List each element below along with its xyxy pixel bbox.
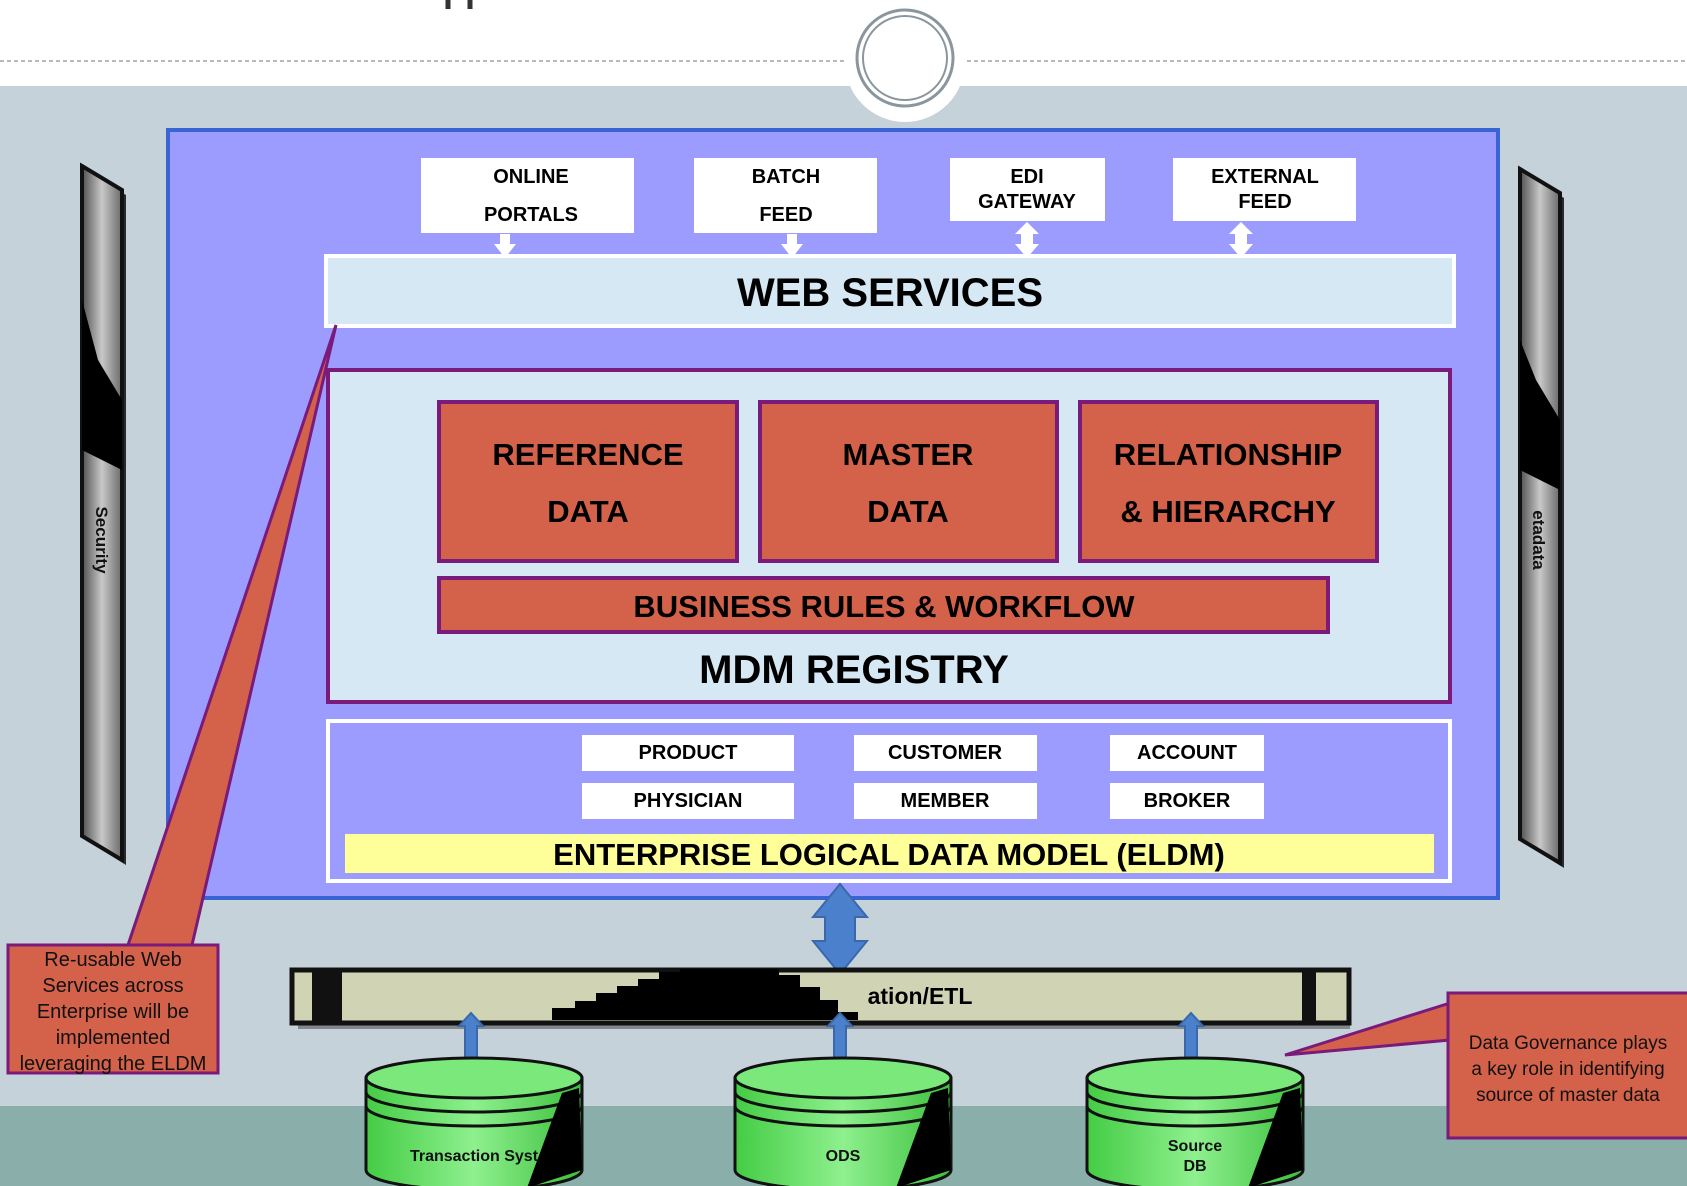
database-body [1085,1076,1305,1186]
callout-line: Services across [42,975,183,997]
database-shadow [1248,1088,1303,1186]
registry-box-relationship-hierarchy: RELATIONSHIP & HIERARCHY [1078,400,1379,563]
registry-box-label-line1: REFERENCE [492,437,683,472]
source-online-portals: ONLINE PORTALS [421,158,634,233]
eldm-bar [345,834,1434,873]
entity-account: ACCOUNT [1110,735,1264,771]
security-panel-label: Security [92,506,111,574]
source-batch-feed: BATCH FEED [694,158,877,233]
database-top [364,1056,584,1100]
etl-shadow-shape [552,969,858,1020]
entity-member: MEMBER [854,783,1037,819]
web-services-label: WEB SERVICES [737,271,1043,315]
header-ornament-bowl [845,2,965,122]
registry-box-label-line2: DATA [867,494,949,529]
database-label: ODS [826,1148,861,1165]
entity-label: ACCOUNT [1137,742,1237,764]
arrow-external-feed [1229,222,1253,258]
database-label: Source [1168,1138,1222,1155]
header-ornament-inner-ring [862,15,948,101]
entity-label: BROKER [1144,790,1231,812]
database-body [364,1076,584,1186]
source-label-line2: PORTALS [484,204,578,226]
database-body [733,1076,953,1186]
etl-label: ation/ETL [868,983,973,1009]
metadata-panel-label: etadata [1529,510,1548,570]
entity-label: PRODUCT [639,742,738,764]
callout-line: Enterprise will be [37,1001,189,1023]
registry-box-label-line2: & HIERARCHY [1120,494,1336,529]
database-shadow [896,1088,951,1186]
arrow-online-portals [494,234,516,258]
entity-broker: BROKER [1110,783,1264,819]
security-panel: Security [80,162,126,865]
database-shadow [527,1088,582,1186]
entity-customer: CUSTOMER [854,735,1037,771]
mdm-registry-title: MDM REGISTRY [699,648,1009,692]
source-label-line1: ONLINE [493,166,569,188]
database-cylinder: ODS [733,1056,953,1186]
registry-box-label-line1: RELATIONSHIP [1114,437,1343,472]
right-callout-text: Data Governance plays a key role in ident… [1469,1033,1668,1106]
business-rules-label: BUSINESS RULES & WORKFLOW [633,589,1135,624]
arrow-edi-gateway [1015,222,1039,258]
database-cylinder: Transaction Syst [364,1056,584,1186]
callout-line: leveraging the ELDM [20,1053,207,1075]
entity-label: CUSTOMER [888,742,1003,764]
callout-line: Data Governance plays [1469,1033,1668,1054]
header-ornament-outer-ring [855,8,955,108]
source-label-line1: BATCH [752,166,821,188]
database-top [1085,1056,1305,1100]
entity-physician: PHYSICIAN [582,783,794,819]
entity-label: PHYSICIAN [634,790,743,812]
eldm-label: ENTERPRISE LOGICAL DATA MODEL (ELDM) [553,837,1225,872]
source-label-line1: EXTERNAL [1211,166,1319,188]
header-title-fragment [445,0,473,9]
callout-line: source of master data [1476,1085,1660,1106]
entity-label: MEMBER [901,790,990,812]
business-rules-bar [437,576,1330,634]
registry-box-label-line2: DATA [547,494,629,529]
arrow-batch-feed [781,234,803,258]
source-label-line2: FEED [1238,191,1291,213]
left-callout-box [6,943,220,1075]
callout-line: Re-usable Web [44,949,181,971]
registry-box-label-line1: MASTER [843,437,974,472]
callout-line: a key role in identifying [1471,1059,1664,1080]
source-label-line1: EDI [1010,166,1043,188]
registry-box-master-data: MASTER DATA [758,400,1059,563]
source-external-feed: EXTERNAL FEED [1173,158,1356,221]
right-callout-box [1446,991,1687,1140]
source-edi-gateway: EDI GATEWAY [950,158,1105,221]
database-top [733,1056,953,1100]
source-label-line2: FEED [759,204,812,226]
entity-product: PRODUCT [582,735,794,771]
web-services-bar [324,254,1456,328]
source-connector-arrows [494,222,1253,258]
registry-box-reference-data: REFERENCE DATA [437,400,739,563]
source-label-line2: GATEWAY [978,191,1076,213]
database-label: Transaction Syst [410,1148,539,1165]
database-label: DB [1183,1158,1206,1175]
callout-line: implemented [56,1027,171,1049]
metadata-panel: etadata [1518,165,1564,868]
